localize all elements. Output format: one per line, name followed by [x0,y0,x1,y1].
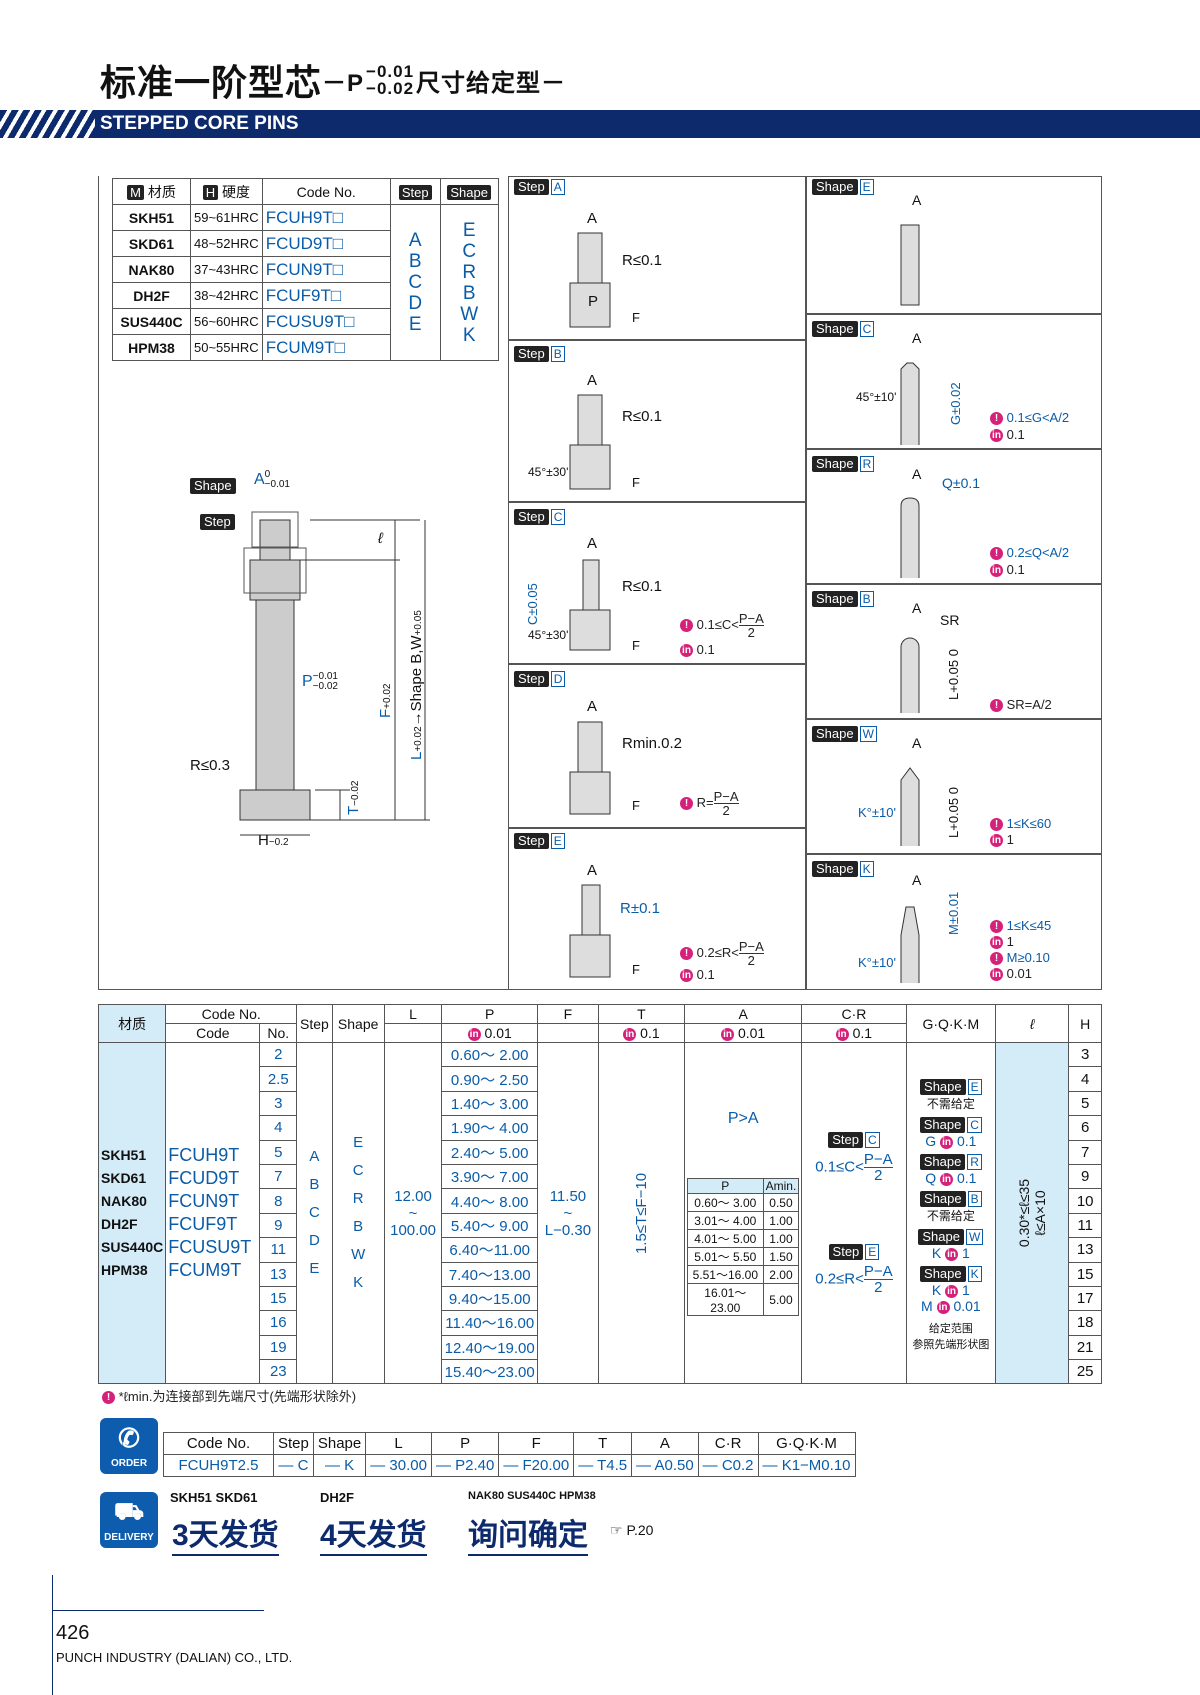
step-c-panel [508,502,806,664]
main-pin-drawing [239,511,430,836]
shape-b-panel [806,584,1102,719]
footer-rule-v [52,1575,53,1695]
page-title: 标准一阶型芯 －P −0.01−0.02 尺寸给定型 － [100,62,567,103]
spec-table: 材质 Code No. Step Shape L P F T A C·R G·Q… [97,1004,1102,1385]
banner-bar [0,110,1200,138]
step-a-panel [508,176,806,340]
banner-title: STEPPED CORE PINS [100,113,299,134]
shape-options: E C R B W K [439,204,499,361]
shape-b-drawing [900,637,920,713]
t-dim: T−0.02 [345,780,362,815]
step-b-panel [508,340,806,502]
p-dim: P−0.01−0.02 [302,671,338,692]
l-dim: L+0.02→Shape B,W+0.05 [408,610,425,760]
shape-e-panel [806,176,1102,314]
shape-k-panel [806,854,1102,990]
f-dim: F+0.02 [377,683,394,718]
footnote: ! *ℓmin.为连接部到先端尺寸(先端形状除外) [102,1386,356,1405]
shape-w-drawing [900,767,920,846]
company-name: PUNCH INDUSTRY (DALIAN) CO., LTD. [56,1650,293,1665]
step-e-drawing [569,884,611,978]
footer-rule-h [52,1610,264,1611]
step-e-panel [508,828,806,990]
h-dim: H−0.2 [258,832,289,849]
step-d-panel [508,664,806,828]
shape-r-drawing [900,497,920,578]
shape-r-panel [806,449,1102,584]
page-reference-link[interactable]: ☞ P.20 [610,1522,654,1538]
banner-stripes [0,110,95,138]
shape-c-drawing [900,362,920,445]
shape-e-drawing [900,224,920,306]
step-c-drawing [569,559,611,651]
delivery-icon: ⛟DELIVERY [100,1492,158,1548]
order-icon: ✆ORDER [100,1418,158,1474]
step-options: A B C D E [389,204,441,361]
step-a-drawing [569,232,611,328]
step-d-drawing [569,721,611,815]
shape-k-drawing [900,906,920,983]
page-number: 426 [56,1622,90,1644]
step-b-drawing [569,394,611,490]
shape-w-panel [806,719,1102,854]
shape-c-panel [806,314,1102,449]
